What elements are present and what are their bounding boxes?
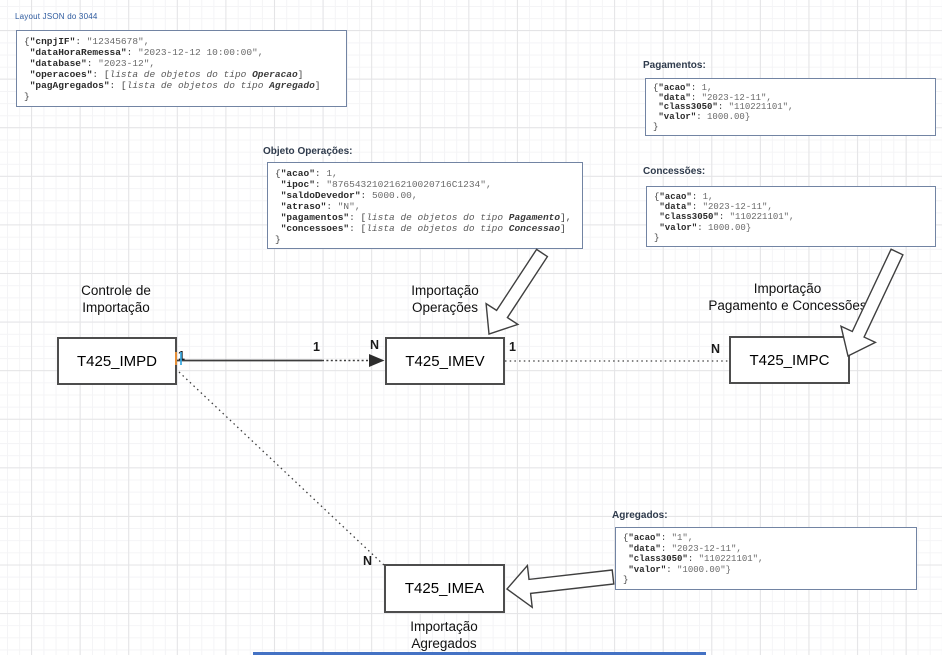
code-line: } — [275, 234, 281, 245]
code-line: "database": "2023-12", — [29, 58, 156, 70]
code-line: {"cnpjIF": "12345678", — [24, 36, 150, 47]
caption-importacao-pagamento-concessoes: Importação Pagamento e Concessões — [708, 281, 867, 313]
code-line: "valor": 1000.00} — [659, 222, 752, 233]
connector-endpoint-highlight-blue — [180, 352, 182, 365]
code-line: "atraso": "N", — [280, 201, 361, 212]
code-line: } — [24, 91, 30, 103]
caption-importacao-operacoes: Importação Operações — [411, 283, 479, 315]
caption-controle-importacao: Controle de Importação — [81, 283, 151, 315]
code-line: "operacoes": [lista de objetos do tipo O… — [29, 69, 304, 81]
code-line: {"acao": 1, — [653, 83, 713, 93]
code-line: "valor": "1000.00"} — [628, 564, 732, 575]
connector-impd-imea[interactable] — [178, 371, 387, 568]
entity-t425-imea[interactable]: T425_IMEA — [384, 564, 505, 613]
code-line: } — [653, 121, 659, 132]
cardinality-imea-n: N — [363, 554, 373, 568]
code-line: "class3050": "110221101", — [659, 212, 795, 223]
entity-name: T425_IMPD — [76, 352, 158, 370]
code-line: "ipoc": "876543210216210020716C1234", — [280, 179, 492, 190]
entity-t425-imev[interactable]: T425_IMEV — [385, 337, 505, 385]
code-line: "pagAgregados": [lista de objetos do tip… — [29, 80, 321, 92]
json-block-operacoes[interactable]: {"acao": 1, "ipoc": "8765432102162100207… — [267, 162, 583, 249]
arrowhead-imev — [369, 354, 385, 367]
code-line: "class3050": "110221101", — [658, 102, 794, 113]
code-line: {"acao": 1, — [654, 192, 714, 202]
entity-name: T425_IMEV — [405, 352, 485, 370]
code-line: {"acao": "1", — [623, 533, 694, 543]
entity-t425-impc[interactable]: T425_IMPC — [729, 336, 850, 384]
code-line: "valor": 1000.00} — [658, 112, 751, 123]
json-block-concessoes[interactable]: {"acao": 1, "data": "2023-12-11", "class… — [646, 186, 936, 247]
json-block-label-pagamentos: Pagamentos: — [643, 60, 706, 71]
json-block-pagamentos[interactable]: {"acao": 1, "data": "2023-12-11", "class… — [645, 78, 936, 136]
cardinality-mid-1: 1 — [313, 340, 320, 354]
entity-name: T425_IMEA — [404, 580, 485, 597]
caption-importacao-agregados: Importação Agregados — [410, 619, 478, 651]
json-block-layout3044[interactable]: {"cnpjIF": "12345678", "dataHoraRemessa"… — [16, 30, 347, 107]
code-line: "class3050": "110221101", — [628, 554, 764, 565]
code-line: "data": "2023-12-11", — [659, 202, 773, 213]
page-title: Layout JSON do 3044 — [15, 12, 98, 21]
cardinality-imev-n: N — [370, 338, 380, 352]
entity-name: T425_IMPC — [749, 351, 830, 369]
code-line: "concessoes": [lista de objetos do tipo … — [280, 223, 566, 234]
code-line: } — [654, 232, 660, 243]
json-block-agregados[interactable]: {"acao": "1", "data": "2023-12-11", "cla… — [615, 527, 917, 590]
json-block-label-operacoes: Objeto Operações: — [263, 146, 353, 157]
code-line: "dataHoraRemessa": "2023-12-12 10:00:00"… — [29, 47, 264, 59]
code-line: {"acao": 1, — [275, 168, 338, 179]
json-block-label-agregados: Agregados: — [612, 510, 668, 521]
block-arrow-agregados-to-imea[interactable] — [505, 563, 615, 609]
code-line: "pagamentos": [lista de objetos do tipo … — [280, 212, 572, 223]
code-line: "data": "2023-12-11", — [628, 543, 742, 554]
code-line: } — [623, 575, 629, 586]
code-line: "data": "2023-12-11", — [658, 92, 772, 103]
cardinality-impc-n: N — [711, 342, 721, 356]
cardinality-imev-1: 1 — [509, 340, 516, 354]
entity-t425-impd[interactable]: T425_IMPD — [57, 337, 177, 385]
bottom-blue-bar — [253, 652, 706, 655]
connector-endpoint-highlight-orange — [175, 352, 177, 365]
code-line: "saldoDevedor": 5000.00, — [280, 190, 418, 201]
json-block-label-concessoes: Concessões: — [643, 166, 706, 177]
